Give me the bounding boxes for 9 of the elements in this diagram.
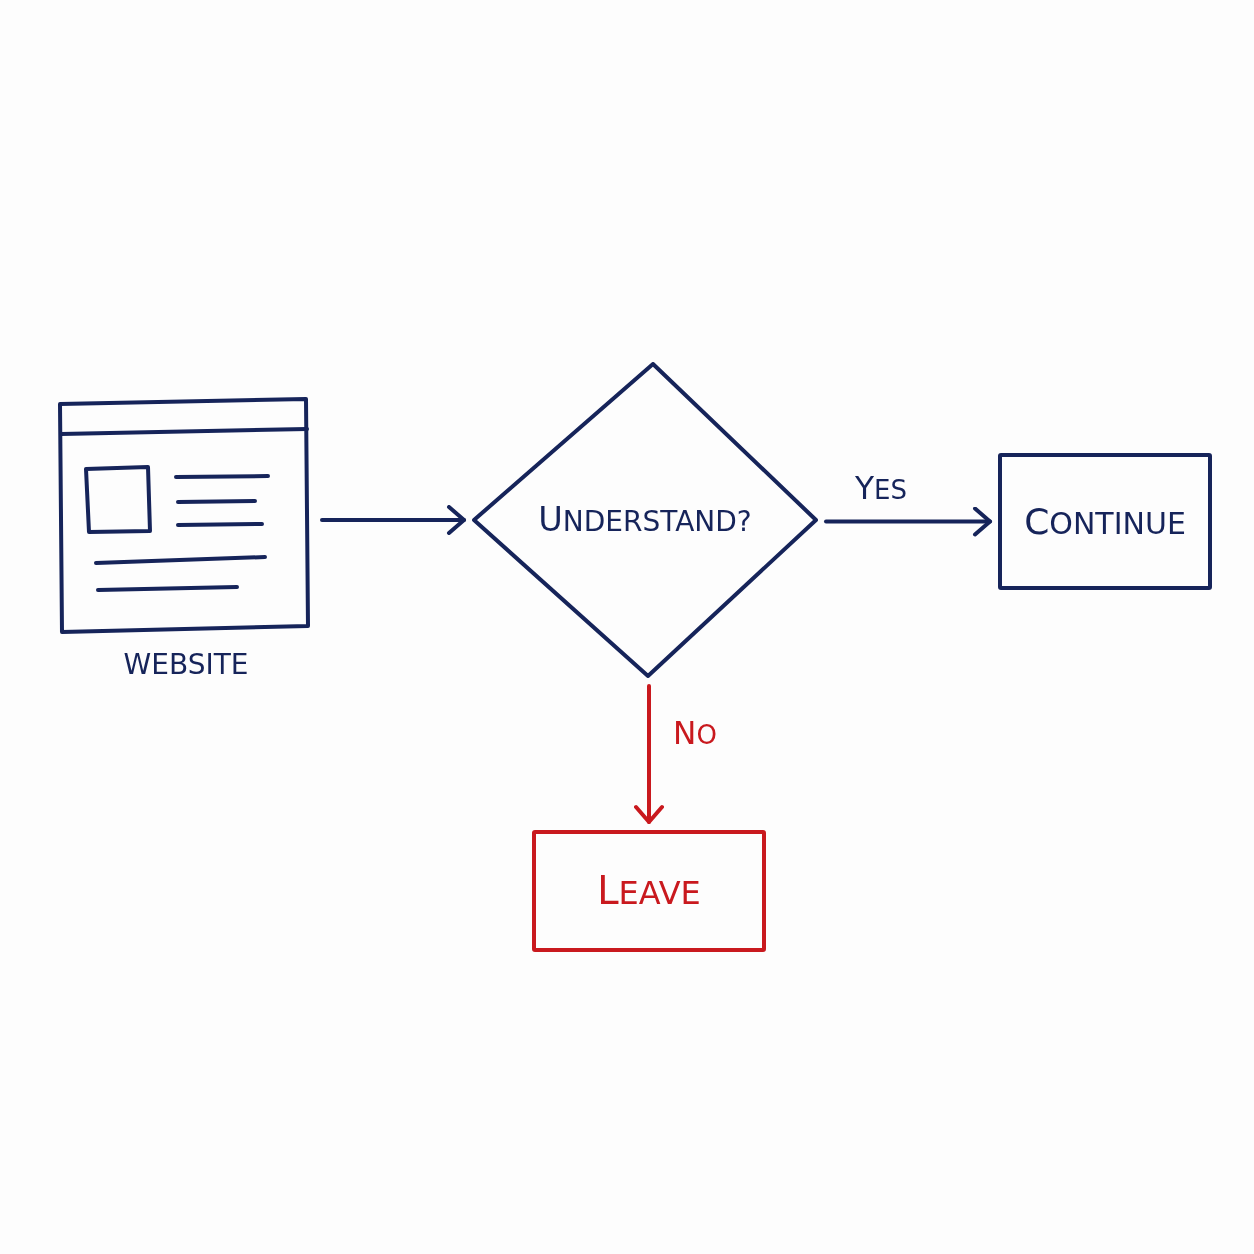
node-label: UNDERSTAND? [538, 501, 752, 539]
node-label: CONTINUE [1024, 501, 1186, 542]
process-box [532, 830, 766, 952]
node-label: LEAVE [597, 869, 701, 913]
process-box [998, 453, 1212, 590]
arrow [824, 506, 992, 537]
arrow [320, 505, 466, 535]
node-caption: WEBSITE [123, 650, 249, 681]
arrow [634, 684, 664, 824]
